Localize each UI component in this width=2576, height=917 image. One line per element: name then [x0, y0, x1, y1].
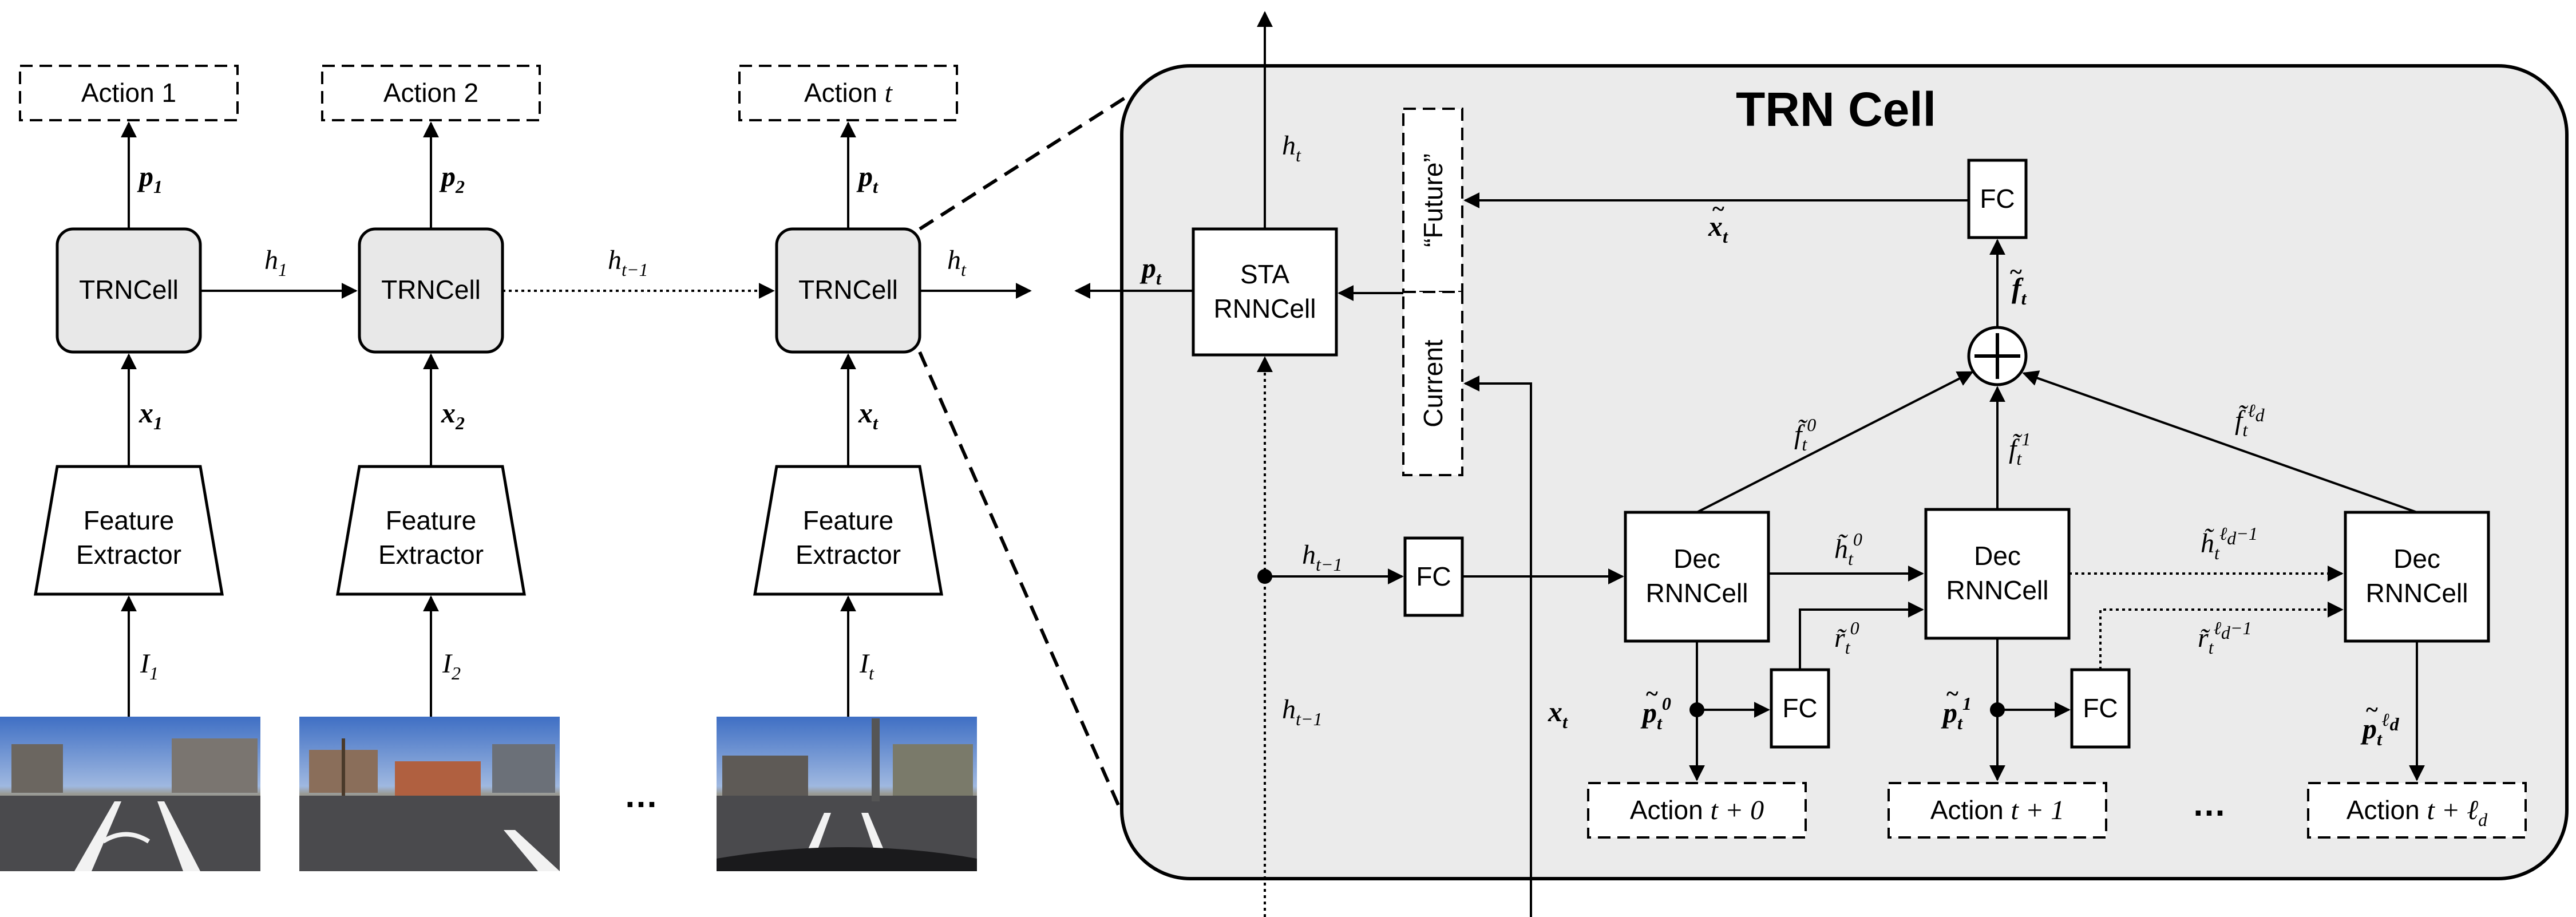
pt-out-label: pt: [1139, 252, 1162, 288]
camera-frame-1: [0, 717, 260, 871]
fc-init: [1403, 536, 1464, 617]
ft-tilde: ~: [2010, 259, 2022, 284]
zoom-line-top: [919, 93, 1131, 231]
hl-label: h̃tℓd−1: [2201, 523, 2258, 563]
fe-2-line2: Extractor: [378, 540, 484, 570]
htm1-in-label: ht−1: [1282, 694, 1322, 729]
i1-label: I1: [140, 649, 159, 683]
xtilde-tilde: ~: [1712, 196, 1724, 222]
feature-extractor-t: [753, 465, 943, 596]
column-step-2: Action 2 p2 TRNCell x2 Feature Extractor…: [299, 65, 560, 871]
fe-1-line2: Extractor: [76, 540, 181, 570]
decl-line2: RNNCell: [2366, 578, 2468, 608]
dec1-line1: Dec: [1974, 541, 2021, 571]
dec-rnncell-0: [1624, 511, 1770, 643]
sta-line1: STA: [1240, 259, 1289, 289]
action-2-box: [321, 65, 541, 121]
action-t0-label: Action t + 0: [1630, 795, 1764, 825]
x1-label: x1: [139, 397, 163, 433]
p0-tilde: ~: [1646, 681, 1658, 706]
action-t-label: Action t: [804, 78, 893, 108]
ht-out-label: ht: [947, 245, 967, 280]
f0-arrow: [1696, 371, 1974, 513]
p1d-tilde: ~: [1946, 681, 1958, 706]
fc-init-label: FC: [1416, 562, 1451, 591]
it-label: It: [859, 649, 875, 683]
htm1-fc-label: ht−1: [1302, 540, 1342, 575]
trncell-1-label: TRNCell: [79, 275, 179, 305]
sta-rnncell: [1192, 227, 1338, 357]
fe-1-line1: Feature: [84, 505, 175, 535]
rl-arrow: [2099, 602, 2344, 670]
fc-future-label: FC: [1980, 184, 2015, 214]
action-tl-box: [2307, 782, 2527, 839]
camera-frame-t: [717, 717, 977, 871]
fe-2-line1: Feature: [386, 505, 477, 535]
trncell-t-label: TRNCell: [798, 275, 898, 305]
pl-tilde: ~: [2366, 697, 2378, 722]
dec0-line2: RNNCell: [1646, 578, 1748, 608]
fe-t-line2: Extractor: [796, 540, 901, 570]
column-step-1: Action 1 p1 TRNCell x1 Feature Extractor…: [0, 65, 260, 871]
feature-extractor-2: [336, 465, 526, 596]
action-t1-box: [1888, 782, 2107, 839]
fc-dec0: [1770, 668, 1830, 749]
fc-dec0-label: FC: [1782, 693, 1817, 723]
pt-label: pt: [856, 160, 879, 197]
feature-extractor-1: [34, 465, 224, 596]
h1-label: h1: [264, 245, 287, 280]
h0-label: h̃t0: [1834, 529, 1862, 569]
fc-dec1: [2070, 668, 2131, 749]
dec0-line1: Dec: [1673, 544, 1720, 574]
r0-arrow: [1799, 602, 1924, 670]
action-1-label: Action 1: [81, 78, 176, 108]
dec-rnncell-ld: [2344, 511, 2490, 643]
zoom-line-bottom: [918, 351, 1123, 814]
dec1-line2: RNNCell: [1946, 575, 2049, 605]
dec-rnncell-1: [1924, 508, 2071, 640]
p1d-label: pt1: [1941, 693, 1972, 733]
p1-label: p1: [137, 160, 163, 197]
rl-label: r̃tℓd−1: [2198, 618, 2252, 658]
pl-label: ptℓd: [2360, 709, 2400, 749]
p0-label: pt0: [1640, 693, 1671, 733]
future-box: [1402, 108, 1463, 293]
x2-label: x2: [441, 397, 465, 433]
action-2-label: Action 2: [383, 78, 478, 108]
ft-label: ft: [2012, 272, 2027, 309]
fe-t-line1: Feature: [803, 505, 894, 535]
column-step-t: Action t pt TRNCell xt Feature Extractor…: [717, 65, 977, 871]
i2-label: I2: [442, 649, 461, 683]
fl-arrow: [2022, 370, 2417, 513]
htm1-label: ht−1: [608, 245, 648, 280]
xt-label: xt: [858, 397, 879, 433]
future-label: “Future”: [1418, 153, 1448, 247]
ht-up-label: ht: [1282, 131, 1301, 165]
action-1-box: [19, 65, 239, 121]
trncell-2-label: TRNCell: [381, 275, 481, 305]
sta-line2: RNNCell: [1214, 294, 1316, 323]
action-t1-label: Action t + 1: [1930, 795, 2064, 825]
r0-label: r̃t0: [1834, 618, 1859, 658]
action-t-box: [738, 65, 958, 121]
xt-in-arrow: [1463, 376, 1532, 917]
fc-future: [1967, 159, 2028, 239]
frames-ellipsis: …: [624, 776, 658, 815]
current-box: [1402, 291, 1463, 476]
camera-frame-2: [299, 717, 560, 871]
xtilde-label: xt: [1708, 210, 1728, 247]
decl-line1: Dec: [2393, 544, 2440, 574]
decoder-ellipsis: …: [2192, 785, 2226, 823]
current-label: Current: [1418, 339, 1448, 428]
action-tl-label: Action t + ℓd: [2347, 795, 2488, 830]
fc-dec1-label: FC: [2083, 693, 2118, 723]
trn-cell-container: [1120, 64, 2569, 880]
action-t0-box: [1587, 782, 1807, 839]
xt-in-label: xt: [1548, 695, 1568, 732]
p2-label: p2: [439, 160, 465, 197]
cell-title: TRN Cell: [1736, 82, 1936, 136]
